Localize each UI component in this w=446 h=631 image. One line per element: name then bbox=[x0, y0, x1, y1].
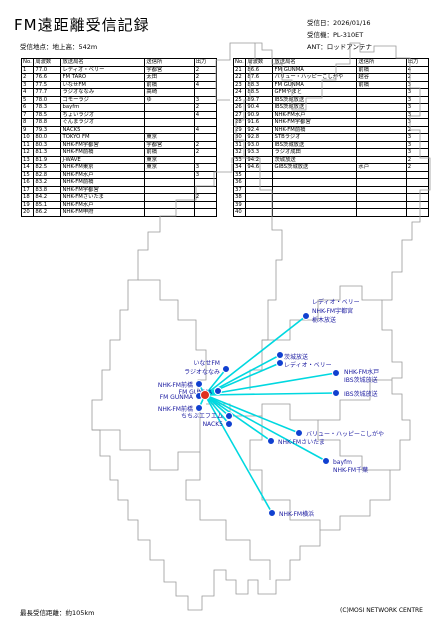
station-label: ちちぶエフエム bbox=[181, 413, 223, 420]
cell-no: 20 bbox=[20, 208, 35, 217]
cell-freq: 86.2 bbox=[33, 208, 62, 217]
inner-border-9 bbox=[215, 42, 255, 101]
inner-border-2 bbox=[244, 157, 283, 390]
station-marker bbox=[195, 380, 203, 388]
station-label: NHK-FM水戸 bbox=[344, 368, 379, 376]
station-label: バリュー・ハッピーこしがや bbox=[306, 430, 384, 438]
credit-text: (C)MOSI NETWORK CENTRE bbox=[340, 607, 423, 614]
inner-border-3 bbox=[262, 285, 382, 341]
cell-power bbox=[405, 208, 430, 217]
prefecture-borders bbox=[91, 42, 431, 611]
reception-line bbox=[204, 372, 337, 396]
station-markers: レディオ・ベリーNHK-FM宇都宮栃木放送いなせFMラジオななみ茨城放送レディオ… bbox=[158, 298, 384, 518]
station-label: FM GUNMA bbox=[179, 389, 213, 396]
inner-border-7 bbox=[249, 416, 321, 530]
reception-point: 受信地点：地上高：542m bbox=[20, 43, 98, 51]
station-label: NHK-FM横浜 bbox=[279, 510, 314, 518]
station-label: レディオ・ベリー bbox=[284, 361, 332, 369]
station-marker bbox=[267, 437, 275, 445]
station-label: NHK-FM前橋 bbox=[158, 405, 193, 413]
cell-no: 40 bbox=[232, 208, 247, 217]
reception-line bbox=[204, 392, 337, 396]
reception-line bbox=[204, 394, 230, 425]
station-marker bbox=[225, 420, 233, 428]
inner-border-6 bbox=[185, 452, 271, 580]
station-label: NHK-FMさいたま bbox=[278, 439, 325, 446]
station-label: ラジオななみ bbox=[184, 369, 220, 376]
table-row: 40 bbox=[232, 208, 430, 217]
table-header: No. 周波数 放送局名 送信所 出力 bbox=[232, 58, 430, 67]
station-marker bbox=[276, 351, 284, 359]
station-label: IBS茨城放送 bbox=[344, 390, 378, 398]
cell-freq bbox=[245, 208, 274, 217]
reception-line bbox=[204, 394, 272, 442]
page-title: FM遠距離受信記録 bbox=[14, 16, 150, 34]
station-label: bayfm bbox=[333, 459, 352, 466]
inner-border-4 bbox=[92, 404, 201, 471]
max-distance: 最長受信距離：約105km bbox=[20, 609, 95, 617]
receiver-text: 受信機：PL-310ET bbox=[307, 31, 364, 39]
station-label: NHK-FM千葉 bbox=[333, 466, 368, 474]
origin-marker bbox=[200, 390, 210, 400]
station-marker bbox=[195, 404, 203, 412]
station-marker bbox=[225, 412, 233, 420]
station-marker bbox=[322, 457, 330, 465]
date-text: 受信日：2026/01/16 bbox=[307, 19, 371, 27]
meta-block: 受信日：2026/01/16 受信機：PL-310ET ANT：ロッドアンテナ bbox=[307, 17, 372, 53]
station-marker bbox=[214, 387, 222, 395]
station-marker bbox=[222, 365, 230, 373]
station-label: いなせFM bbox=[193, 360, 220, 367]
station-label: 栃木放送 bbox=[312, 316, 336, 324]
station-label: NHK-FM宇都宮 bbox=[312, 307, 353, 315]
station-marker bbox=[295, 429, 303, 437]
table-header: No. 周波数 放送局名 送信所 出力 bbox=[20, 58, 218, 67]
station-marker bbox=[302, 312, 310, 320]
reception-line bbox=[204, 394, 327, 462]
station-marker bbox=[332, 369, 340, 377]
station-marker bbox=[268, 509, 276, 517]
reception-line bbox=[204, 394, 273, 514]
cell-power bbox=[193, 208, 218, 217]
reception-line bbox=[204, 315, 307, 396]
inner-border-8 bbox=[318, 379, 392, 421]
station-label: 茨城放送 bbox=[284, 353, 308, 361]
reception-line bbox=[204, 368, 227, 396]
station-label: NACK5 bbox=[203, 421, 224, 428]
outer-border bbox=[91, 42, 431, 611]
station-label: IBS茨城放送 bbox=[344, 376, 378, 384]
station-marker bbox=[276, 359, 284, 367]
station-label: NHK-FM前橋 bbox=[158, 381, 193, 389]
station-marker bbox=[332, 389, 340, 397]
reception-line bbox=[204, 394, 300, 434]
inner-border-1 bbox=[138, 279, 207, 400]
station-label: レディオ・ベリー bbox=[312, 298, 360, 306]
station-label: FM GUNMA bbox=[160, 394, 194, 401]
antenna-text: ANT：ロッドアンテナ bbox=[307, 43, 373, 51]
